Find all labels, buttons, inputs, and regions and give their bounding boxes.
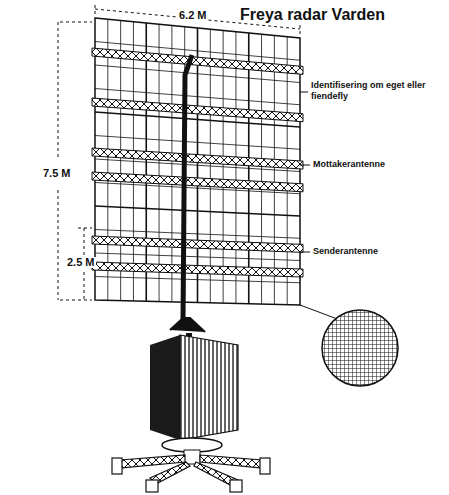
part-label: Identifisering om eget eller fiendefly <box>311 80 439 102</box>
dimension-label: 2.5 M <box>66 257 96 268</box>
mesh-detail-circle <box>322 310 398 386</box>
dimension-lines <box>58 4 300 300</box>
mast-foot <box>170 318 205 332</box>
part-label: Senderantenne <box>313 246 378 257</box>
dimension-label: 6.2 M <box>178 10 208 21</box>
dimension-label: 7.5 M <box>42 168 72 179</box>
mast <box>183 55 192 320</box>
cabin-striped-face <box>180 335 238 440</box>
leader-lines <box>300 92 310 252</box>
part-label: Mottakerantenne <box>313 159 385 170</box>
magnifier-leader <box>300 305 340 320</box>
diagram-title: Freya radar Varden <box>240 6 385 24</box>
dipole-rows <box>92 48 303 277</box>
leg-feet <box>112 458 270 492</box>
cabin-dark-face <box>150 335 180 440</box>
